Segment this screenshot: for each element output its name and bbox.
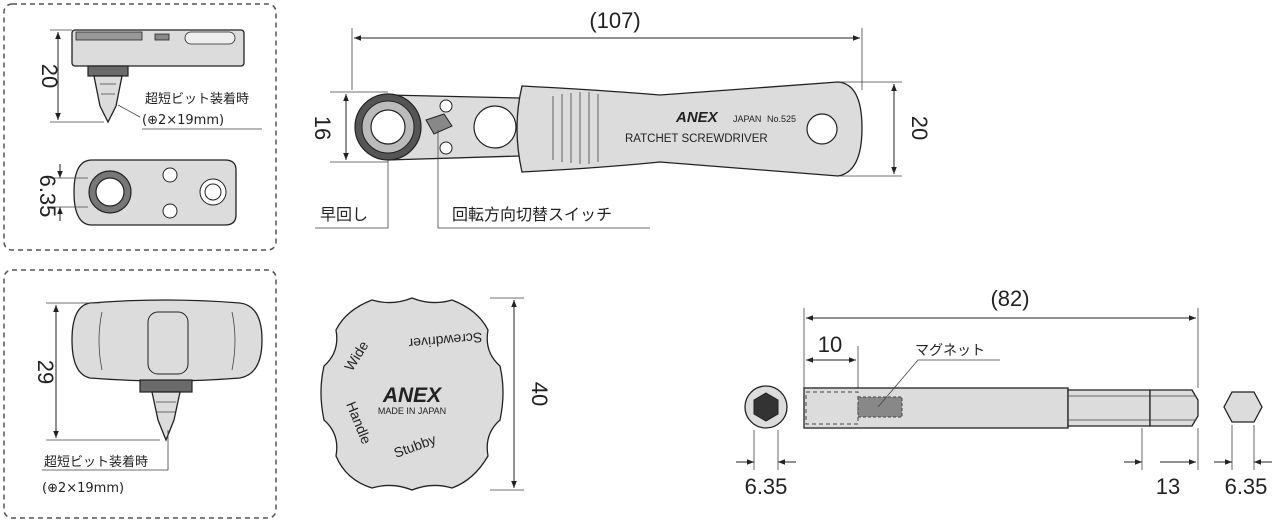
knob-brand: ANEX <box>382 384 443 407</box>
dim-knob-height: 29 <box>33 360 58 384</box>
callout-direction-switch: 回転方向切替スイッチ <box>452 205 612 224</box>
panel-ratchet-detail: 20 超短ビット装着時 (⊕2×19mm) 6.35 <box>3 3 277 251</box>
panel-border <box>3 3 277 251</box>
callout-short-bit-1: 超短ビット装着時 <box>145 91 249 107</box>
ratchet-side-view <box>71 29 245 124</box>
callout-short-bit-2: 超短ビット装着時 <box>44 454 148 470</box>
knob-side-view <box>71 299 263 382</box>
driver-handle <box>516 81 863 177</box>
direction-switch-lever <box>425 113 453 135</box>
callout-magnet: マグネット <box>915 343 985 359</box>
dim-ext-socket-hex: 6.35 <box>745 474 788 499</box>
knob-origin: MADE IN JAPAN <box>378 406 446 416</box>
callout-quick-spin: 早回し <box>320 205 368 224</box>
panel-knob-detail: 29 超短ビット装着時 (⊕2×19mm) <box>3 269 277 519</box>
extension-bar-view: (82) 10 6.35 マグネット 13 6.35 <box>736 286 1272 499</box>
dim-ratchet-height: 20 <box>37 64 62 88</box>
handle-model: No.525 <box>767 114 796 124</box>
dim-ext-shank-hex: 6.35 <box>1225 474 1268 499</box>
handle-brand: ANEX <box>675 109 719 126</box>
handle-origin: JAPAN <box>733 114 761 124</box>
callout-short-bit-size-1: (⊕2×19mm) <box>142 113 224 128</box>
knob-ring-screwdriver: Screwdriver <box>408 329 483 351</box>
dim-ext-shank-length: 13 <box>1156 474 1180 499</box>
magnet-insert <box>857 396 903 418</box>
dim-square-drive: 6.35 <box>35 175 60 218</box>
dim-knob-diameter: 40 <box>527 382 552 406</box>
dim-ext-socket-depth: 10 <box>818 332 842 357</box>
dim-handle-height: 20 <box>907 116 932 140</box>
handle-name: RATCHET SCREWDRIVER <box>625 133 768 145</box>
panel-border <box>3 269 277 519</box>
ratchet-top-view <box>73 159 237 226</box>
dim-overall-length: (107) <box>589 8 640 33</box>
knob-face-view: ANEX MADE IN JAPAN Wide Screwdriver Hand… <box>320 297 552 491</box>
ratchet-driver-main-view: (107) ANEX JAPAN No.525 RATCHET SCREWDRI… <box>310 8 932 229</box>
dim-head-height: 16 <box>310 116 335 140</box>
callout-short-bit-size-2: (⊕2×19mm) <box>42 481 124 496</box>
dim-ext-length: (82) <box>990 286 1029 311</box>
